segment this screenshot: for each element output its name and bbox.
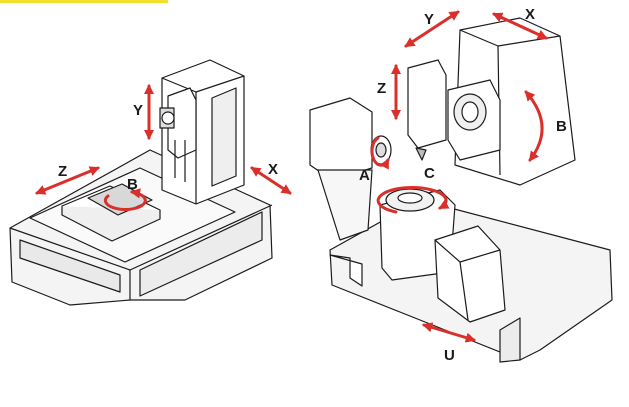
- left-y-label: Y: [133, 102, 144, 119]
- right-axis-arrows: [370, 10, 548, 343]
- left-b-rotation-arrow: [103, 188, 147, 211]
- left-b-label: B: [127, 176, 138, 193]
- left-machine: [9, 59, 273, 306]
- left-z-label: Z: [58, 163, 68, 180]
- right-a-label: A: [359, 167, 370, 184]
- right-b-rotation-arrow: [524, 90, 544, 162]
- right-u-label: U: [444, 347, 455, 364]
- right-y-label: Y: [424, 11, 435, 28]
- right-c-rotation-arrow: [376, 186, 450, 214]
- right-c-label: C: [424, 165, 435, 182]
- right-y-arrow: [404, 10, 460, 48]
- right-z-label: Z: [377, 80, 387, 97]
- left-axis-arrows: [35, 83, 292, 211]
- right-machine: [309, 17, 613, 363]
- right-x-label: X: [525, 6, 536, 23]
- left-x-label: X: [268, 161, 279, 178]
- left-x-arrow: [250, 166, 292, 195]
- right-x-arrow: [492, 12, 548, 40]
- right-u-arrow: [422, 322, 476, 343]
- top-accent-bar: [0, 0, 168, 3]
- left-z-arrow: [35, 166, 100, 195]
- right-b-label: B: [556, 118, 567, 135]
- right-a-rotation-arrow: [370, 136, 390, 170]
